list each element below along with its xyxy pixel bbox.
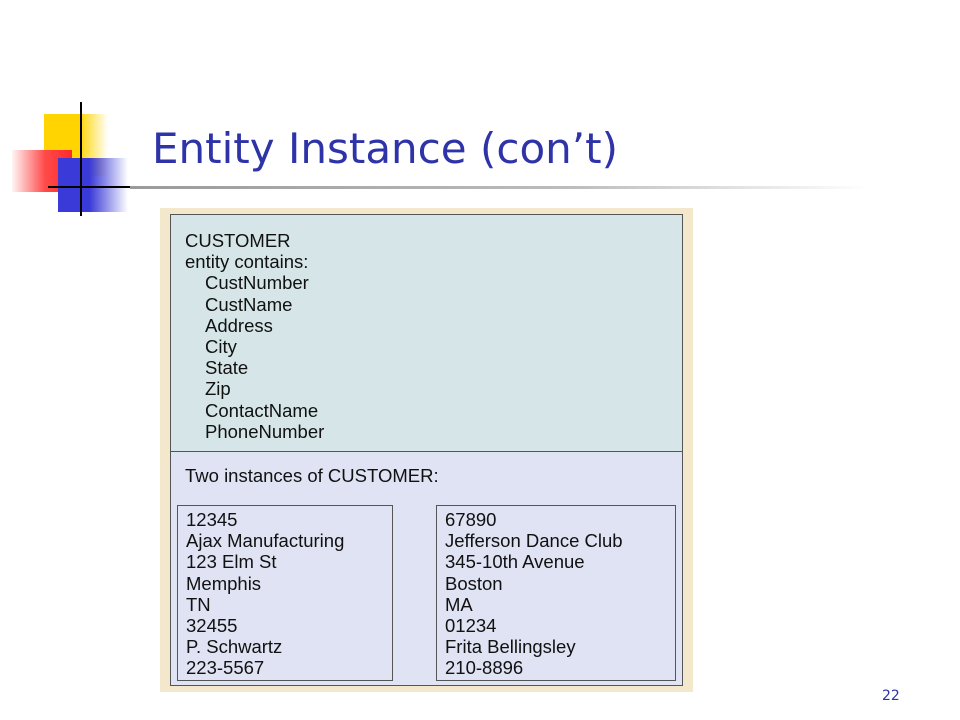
attribute-item: City xyxy=(205,336,237,358)
attribute-item: Zip xyxy=(205,378,231,400)
logo-vertical-line xyxy=(80,102,82,216)
instance-value: Ajax Manufacturing xyxy=(186,530,345,552)
instance-box-1: 12345 Ajax Manufacturing 123 Elm St Memp… xyxy=(177,505,393,681)
instance-box-2: 67890 Jefferson Dance Club 345-10th Aven… xyxy=(436,505,676,681)
instance-value: 32455 xyxy=(186,615,238,637)
slide-title: Entity Instance (con’t) xyxy=(152,124,618,173)
page-number: 22 xyxy=(882,688,900,704)
instance-value: TN xyxy=(186,593,211,615)
entity-definition-text: CUSTOMER entity contains: CustNumber Cus… xyxy=(185,230,324,442)
instances-heading: Two instances of CUSTOMER: xyxy=(185,465,439,486)
instance-value: Boston xyxy=(445,572,503,594)
attribute-item: CustName xyxy=(205,293,293,315)
entity-name: CUSTOMER xyxy=(185,230,291,251)
instance-value: MA xyxy=(445,593,473,615)
attribute-item: State xyxy=(205,357,249,379)
attribute-item: ContactName xyxy=(205,399,319,421)
instance-value: 01234 xyxy=(445,615,497,637)
instance-value: 223-5567 xyxy=(186,657,265,679)
instance-value: Jefferson Dance Club xyxy=(445,530,623,552)
attribute-item: PhoneNumber xyxy=(205,420,325,442)
entity-definition-section: CUSTOMER entity contains: CustNumber Cus… xyxy=(171,215,682,452)
entity-contains-label: entity contains: xyxy=(185,251,309,273)
title-divider xyxy=(130,186,870,189)
instances-section: Two instances of CUSTOMER: 12345 Ajax Ma… xyxy=(171,452,682,685)
figure-frame: CUSTOMER entity contains: CustNumber Cus… xyxy=(170,214,683,686)
instance-values: 67890 Jefferson Dance Club 345-10th Aven… xyxy=(445,509,623,679)
instance-value: Frita Bellingsley xyxy=(445,636,576,658)
logo-blue-square xyxy=(58,158,128,212)
slide-logo xyxy=(0,100,140,220)
instance-value: 123 Elm St xyxy=(186,551,277,573)
instance-value: 345-10th Avenue xyxy=(445,551,585,573)
instance-value: P. Schwartz xyxy=(186,636,283,658)
instance-value: 67890 xyxy=(445,509,497,530)
attribute-item: Address xyxy=(205,314,273,336)
attribute-item: CustNumber xyxy=(205,272,309,294)
entity-figure: CUSTOMER entity contains: CustNumber Cus… xyxy=(160,208,693,692)
instance-value: Memphis xyxy=(186,572,262,594)
instance-values: 12345 Ajax Manufacturing 123 Elm St Memp… xyxy=(186,509,344,679)
logo-horizontal-line xyxy=(48,186,140,188)
instance-value: 12345 xyxy=(186,509,238,530)
instance-value: 210-8896 xyxy=(445,657,524,679)
